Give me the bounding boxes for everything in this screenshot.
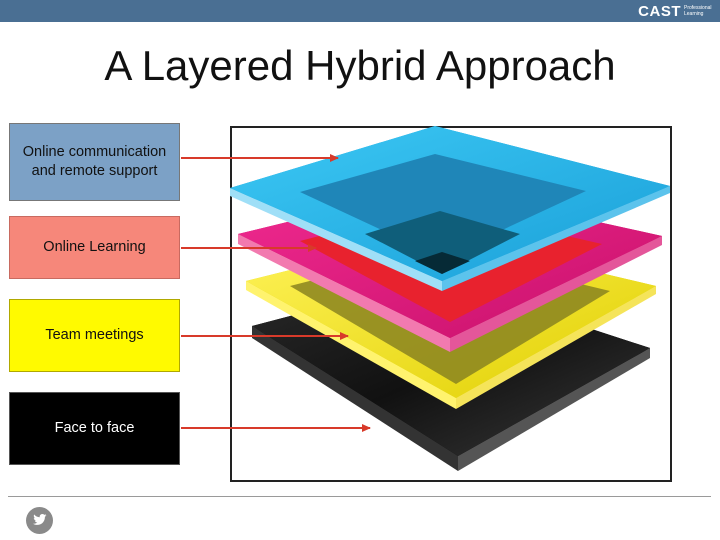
label-online-learning-text: Online Learning	[43, 239, 146, 255]
slide-title: A Layered Hybrid Approach	[104, 42, 616, 89]
brand-sub-text: Professional Learning	[684, 5, 712, 17]
brand-main-text: CAST	[638, 2, 681, 20]
footer-divider	[8, 496, 711, 497]
twitter-icon[interactable]	[26, 507, 53, 534]
label-face-to-face: Face to face	[9, 392, 180, 465]
label-online-communication: Online communication and remote support	[9, 123, 180, 201]
label-team-meetings-text: Team meetings	[45, 327, 144, 343]
label-online-communication-text: Online communication and remote support	[22, 144, 167, 179]
label-online-learning: Online Learning	[9, 216, 180, 279]
layer-online-communication	[230, 126, 670, 291]
twitter-bird-icon	[33, 514, 47, 525]
label-face-to-face-text: Face to face	[54, 420, 135, 436]
label-team-meetings: Team meetings	[9, 299, 180, 372]
header-bar: CAST Professional Learning	[0, 0, 720, 22]
layers-diagram	[230, 126, 670, 471]
cast-logo: CAST Professional Learning	[638, 2, 714, 20]
